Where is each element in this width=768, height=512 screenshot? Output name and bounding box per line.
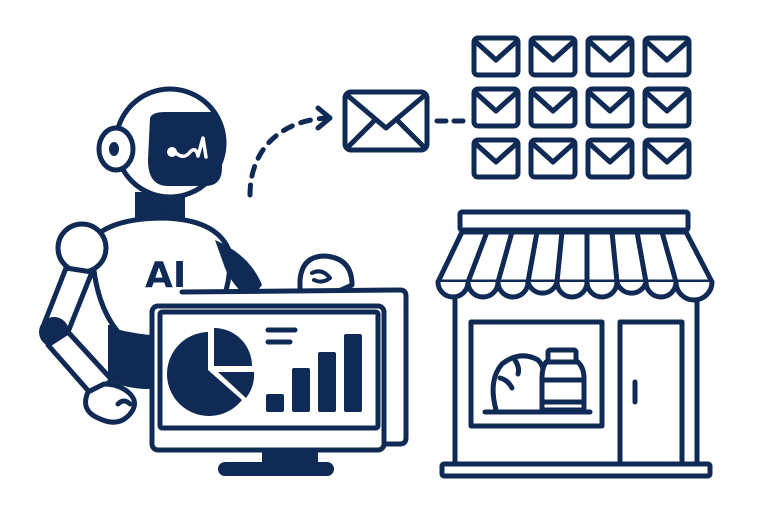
pie-chart-icon (167, 328, 255, 416)
awning-stripes (465, 229, 679, 285)
analytics-monitor (149, 287, 409, 476)
dashed-arrow-icon (247, 105, 333, 198)
robot-chest-label: AI (145, 255, 186, 296)
legend-lines-icon (265, 327, 298, 345)
storefront-illustration (435, 209, 715, 479)
envelope-grid (471, 35, 689, 177)
store-door (617, 319, 685, 467)
bar-chart-icon (266, 334, 362, 412)
jar-icon (539, 347, 587, 413)
email-envelope-icon (342, 89, 430, 153)
